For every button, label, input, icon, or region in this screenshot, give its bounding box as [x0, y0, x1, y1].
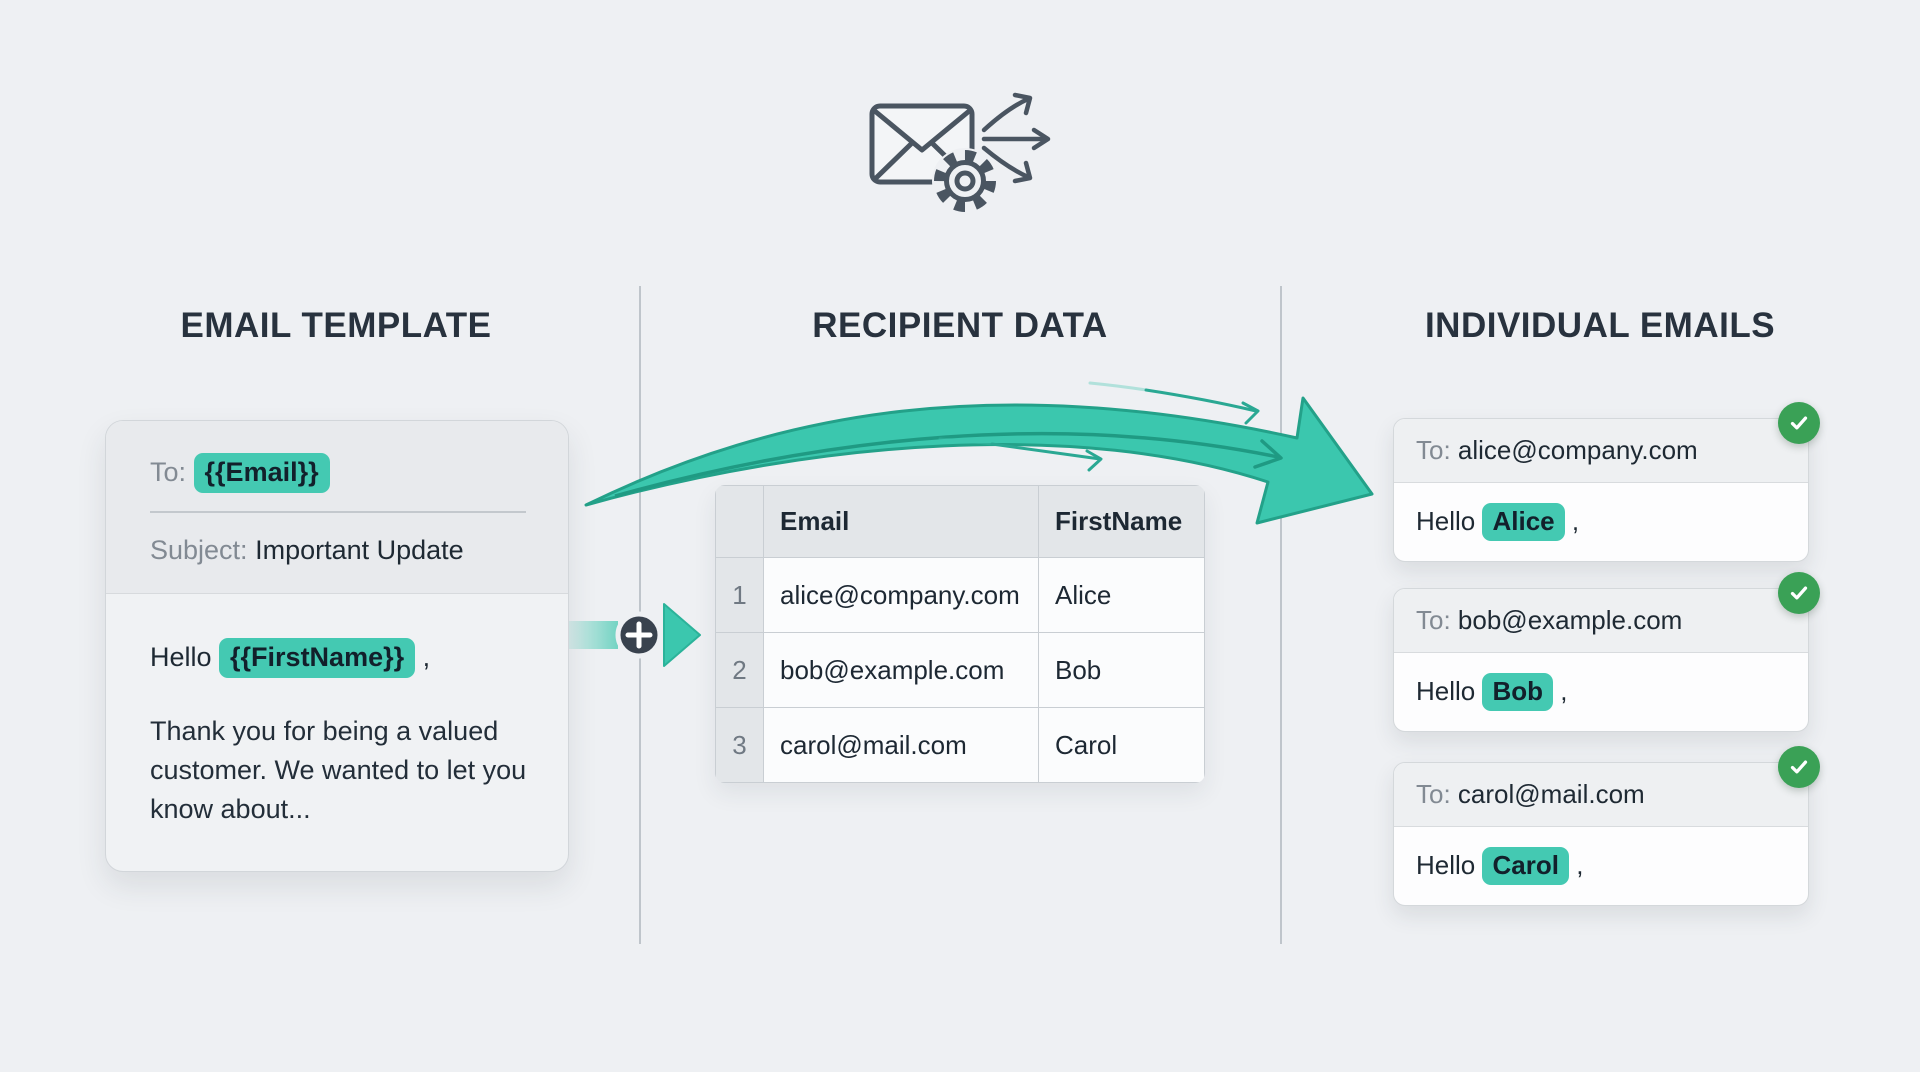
email-template-card: To: {{Email}} Subject: Important Update … [105, 420, 569, 872]
individual-email-card: To: carol@mail.com Hello Carol , [1393, 746, 1820, 906]
table-row: 1 alice@company.com Alice [715, 558, 1205, 633]
greeting-suffix: , [1560, 676, 1568, 706]
firstname-variable-chip: {{FirstName}} [219, 638, 416, 678]
row-number: 1 [715, 558, 763, 633]
template-body-text: Thank you for being a valued customer. W… [150, 716, 527, 824]
cell-firstname: Alice [1038, 558, 1205, 633]
template-greeting: Hello {{FirstName}} , [150, 638, 526, 678]
email-greeting-row: Hello Bob , [1394, 653, 1808, 730]
template-subject-row: Subject: Important Update [150, 529, 526, 571]
email-variable-chip: {{Email}} [193, 453, 330, 493]
speed-arrow-top [1088, 381, 1260, 425]
speed-arrow-bottom [938, 437, 1103, 472]
table-row: 3 carol@mail.com Carol [715, 708, 1205, 783]
template-card-body: Hello {{FirstName}} , Thank you for bein… [106, 594, 568, 829]
subject-label: Subject: [150, 535, 248, 565]
template-card-header: To: {{Email}} Subject: Important Update [106, 421, 568, 594]
individual-email-card: To: bob@example.com Hello Bob , [1393, 572, 1820, 732]
greeting-suffix: , [422, 642, 431, 672]
cell-email: bob@example.com [763, 633, 1038, 708]
check-circle-icon [1778, 402, 1820, 444]
greeting-suffix: , [1576, 850, 1584, 880]
to-address: carol@mail.com [1457, 779, 1645, 809]
table-row: 2 bob@example.com Bob [715, 633, 1205, 708]
fan-arrows-icon [981, 92, 1051, 184]
email-greeting-row: Hello Alice , [1394, 483, 1808, 560]
check-circle-icon [1778, 746, 1820, 788]
cell-firstname: Carol [1038, 708, 1205, 783]
table-header-row: Email FirstName [715, 485, 1205, 558]
subject-value: Important Update [255, 535, 464, 565]
recipient-data-table: Email FirstName 1 alice@company.com Alic… [715, 485, 1205, 783]
gear-icon [932, 148, 998, 214]
to-label: To: [1416, 779, 1451, 809]
to-label: To: [150, 457, 187, 487]
plus-icon [625, 621, 653, 649]
to-address: bob@example.com [1457, 605, 1683, 635]
greeting-prefix: Hello [150, 642, 220, 672]
to-label: To: [1416, 605, 1451, 635]
row-number: 2 [715, 633, 763, 708]
check-circle-icon [1778, 572, 1820, 614]
mail-merge-icon [869, 92, 1051, 214]
greeting-suffix: , [1571, 506, 1580, 536]
template-column-heading: EMAIL TEMPLATE [180, 306, 492, 345]
row-number: 3 [715, 708, 763, 783]
emails-column-heading: INDIVIDUAL EMAILS [1424, 306, 1776, 345]
checkmark-icon [1790, 760, 1808, 774]
email-to-row: To: bob@example.com [1394, 589, 1808, 653]
template-to-row: To: {{Email}} [150, 451, 526, 493]
recipients-column-heading: RECIPIENT DATA [812, 306, 1108, 345]
greeting-prefix: Hello [1416, 506, 1483, 536]
arrowhead-icon [663, 603, 701, 667]
email-greeting-row: Hello Carol , [1394, 827, 1808, 904]
column-header-email: Email [763, 485, 1038, 558]
checkmark-icon [1790, 586, 1808, 600]
merge-arrow [584, 396, 1374, 525]
email-to-row: To: carol@mail.com [1394, 763, 1808, 827]
merged-name-chip: Carol [1482, 847, 1569, 885]
plus-connector [558, 603, 701, 667]
greeting-prefix: Hello [1416, 676, 1483, 706]
checkmark-icon [1790, 416, 1808, 430]
template-header-divider [150, 511, 526, 513]
cell-firstname: Bob [1038, 633, 1205, 708]
to-address: alice@company.com [1457, 435, 1698, 465]
to-label: To: [1416, 435, 1451, 465]
column-header-firstname: FirstName [1038, 485, 1205, 558]
cell-email: alice@company.com [763, 558, 1038, 633]
merged-name-chip: Alice [1482, 503, 1565, 541]
individual-email-card: To: alice@company.com Hello Alice , [1393, 402, 1820, 562]
email-to-row: To: alice@company.com [1394, 419, 1808, 483]
merged-name-chip: Bob [1482, 673, 1554, 711]
cell-email: carol@mail.com [763, 708, 1038, 783]
corner-cell [715, 485, 763, 558]
greeting-prefix: Hello [1416, 850, 1483, 880]
